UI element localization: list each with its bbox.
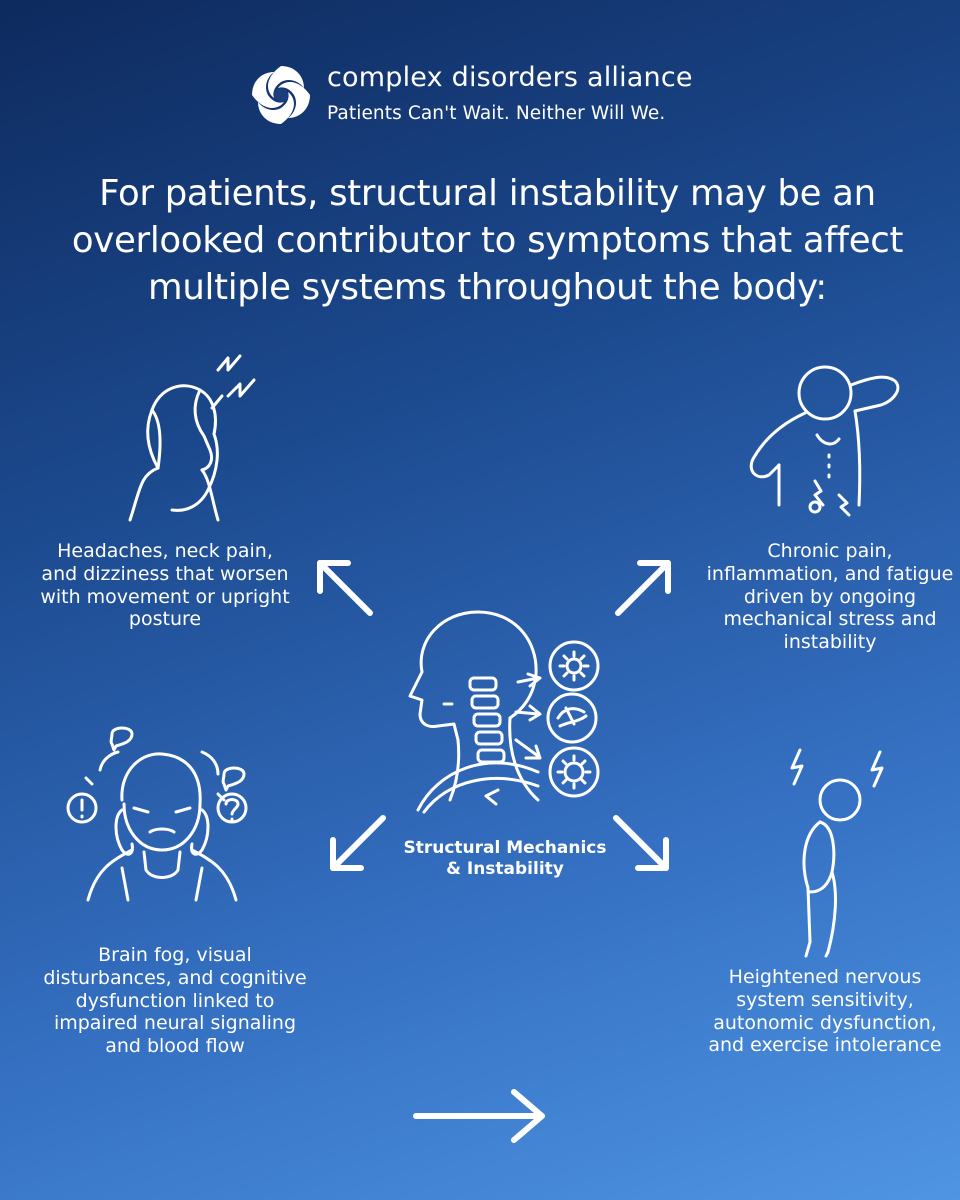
symptom-caption-top-left: Headaches, neck pain, and dizziness that… — [40, 540, 290, 631]
fatigued-person-icon — [790, 748, 884, 958]
arrow-up-left-icon — [317, 560, 373, 616]
head-neck-spine-icon — [408, 610, 600, 814]
brand-name: complex disorders alliance — [327, 62, 693, 93]
arrow-down-left-icon — [330, 815, 386, 871]
headline: For patients, structural instability may… — [71, 173, 904, 309]
symptom-caption-bottom-left: Brain fog, visual disturbances, and cogn… — [43, 944, 307, 1058]
arrow-down-right-icon — [613, 815, 669, 871]
brand-logo-icon — [252, 66, 310, 124]
headache-person-icon — [128, 354, 256, 522]
center-label-line1: Structural Mechanics — [403, 838, 607, 858]
back-pain-person-icon — [749, 365, 900, 517]
next-arrow-icon[interactable] — [410, 1088, 550, 1148]
brand-tagline: Patients Can't Wait. Neither Will We. — [327, 103, 666, 124]
center-label-line2: & Instability — [446, 859, 564, 880]
confused-person-icon — [66, 726, 248, 902]
arrow-up-right-icon — [615, 560, 671, 616]
center-label: Structural Mechanics & Instability — [380, 838, 630, 881]
symptom-caption-bottom-right: Heightened nervous system sensitivity, a… — [708, 966, 942, 1057]
symptom-caption-top-right: Chronic pain, inflammation, and fatigue … — [706, 540, 954, 654]
